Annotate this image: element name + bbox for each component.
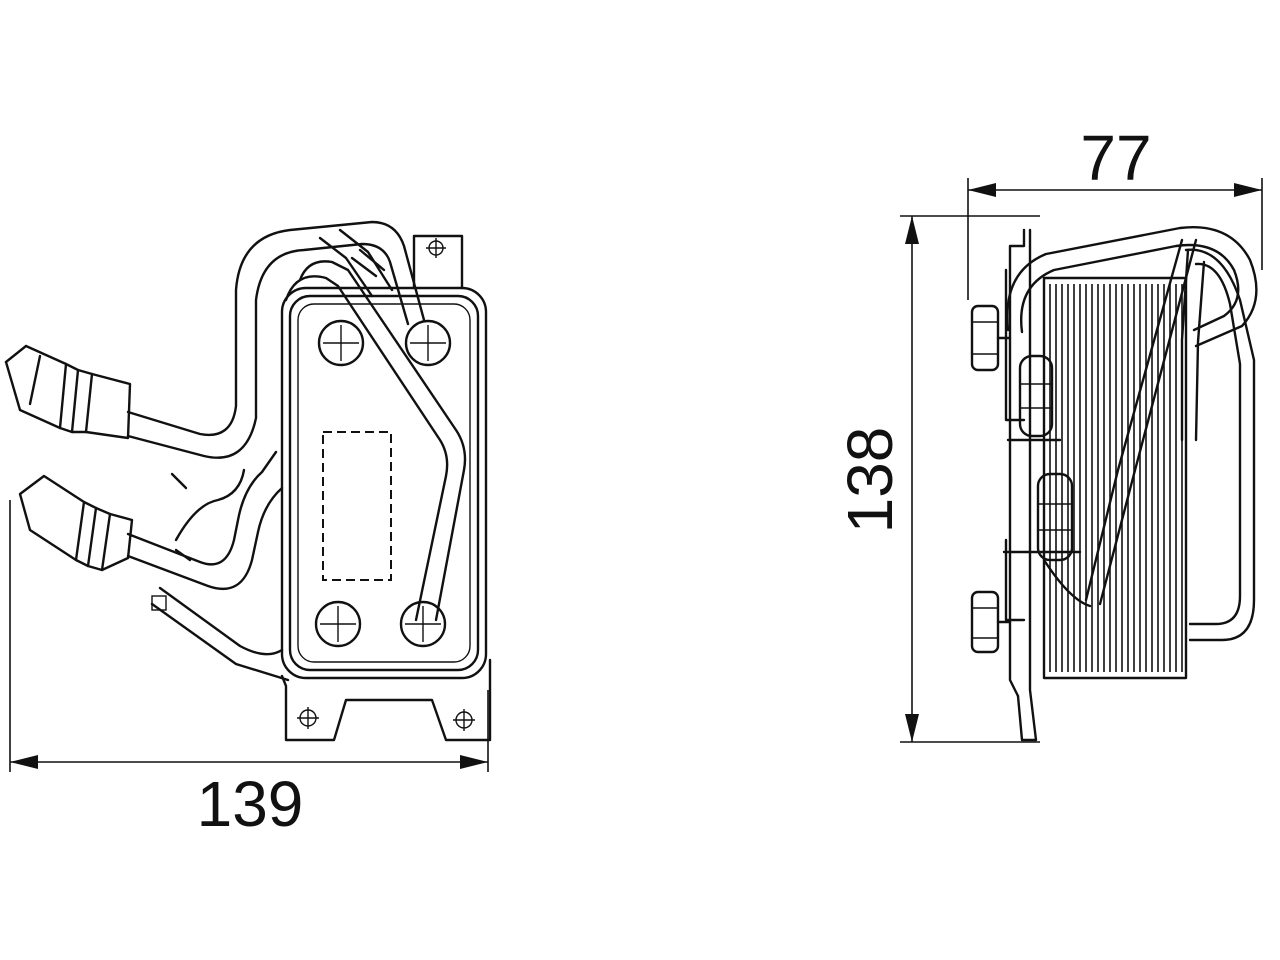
side-cooler-core — [1042, 276, 1188, 680]
side-bolt-lower — [970, 590, 1012, 654]
front-view — [4, 220, 492, 742]
front-pipes — [126, 220, 467, 682]
front-port-bottom-right — [399, 600, 447, 648]
front-port-top-right — [404, 319, 452, 367]
dimension-width-side: 77 — [967, 122, 1263, 300]
dimension-width-side-label: 77 — [1080, 122, 1151, 194]
front-port-top-left — [317, 319, 365, 367]
front-top-bracket — [412, 234, 464, 290]
front-label-area — [322, 431, 392, 581]
side-fitting-lower — [1002, 472, 1082, 562]
front-cooler-body — [280, 286, 488, 680]
side-bolt-upper — [970, 304, 1012, 372]
side-view — [970, 226, 1258, 742]
side-pipes — [1006, 226, 1258, 642]
front-connector-lower — [18, 474, 134, 572]
dimension-height-side-label: 138 — [834, 427, 906, 534]
side-fitting-upper — [1006, 354, 1062, 442]
front-bottom-bracket — [280, 658, 492, 742]
dimension-height-side: 138 — [834, 215, 1040, 743]
dimension-width-front-label: 139 — [197, 768, 304, 840]
side-mounting-plate — [1004, 228, 1038, 742]
front-connector-upper — [4, 344, 132, 440]
front-port-bottom-left — [314, 600, 362, 648]
dimension-width-front: 139 — [9, 500, 489, 840]
